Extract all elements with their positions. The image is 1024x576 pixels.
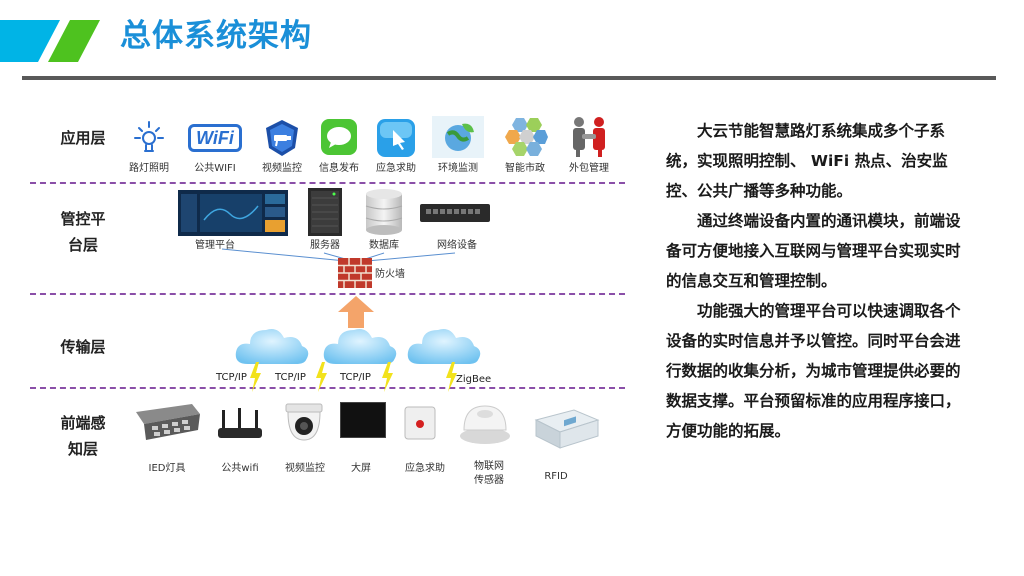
layer-label-front: 前端感 知层 [50, 410, 116, 462]
front-label-sensor-line1: 物联网 [474, 461, 504, 472]
layer-label-mgmt-line1: 管控平 [60, 210, 106, 228]
paragraph-2: 通过终端设备内置的通讯模块，前端设备可方便地接入互联网与管理平台实现实时的信息交… [666, 212, 961, 290]
header-rule [22, 76, 996, 80]
dashboard-screen-icon [178, 190, 288, 236]
lightning-icon-4 [446, 362, 457, 392]
mgmt-label-database: 数据库 [369, 240, 399, 251]
description-text: 大云节能智慧路灯系统集成多个子系统，实现照明控制、 WiFi 热点、治安监控、公… [666, 116, 974, 446]
mgmt-label-network: 网络设备 [437, 240, 477, 251]
front-label-camera: 视频监控 [285, 463, 325, 474]
front-label-rfid: RFID [544, 471, 568, 482]
lightning-icon-2 [316, 362, 327, 392]
firewall-icon [338, 258, 372, 288]
front-label-sensor: 物联网 传感器 [462, 460, 516, 488]
cloud-icon-1 [235, 329, 309, 364]
street-light-icon [134, 121, 164, 152]
layer-separator-3 [30, 387, 625, 389]
front-label-sensor-line2: 传感器 [474, 475, 504, 486]
layer-label-trans: 传输层 [60, 338, 106, 356]
lightning-icon-1 [250, 362, 261, 392]
emergency-button-icon [404, 406, 436, 440]
rfid-reader-icon [534, 409, 600, 449]
app-label-env: 环境监测 [438, 163, 478, 174]
environment-globe-icon [432, 116, 484, 158]
front-label-led: IED灯具 [148, 463, 186, 474]
layer-separator-1 [30, 182, 625, 184]
app-label-emergency: 应急求助 [376, 163, 416, 174]
front-label-emergency: 应急求助 [405, 463, 445, 474]
up-arrow-icon [338, 296, 374, 328]
surveillance-badge-icon [266, 120, 298, 156]
wifi-logo-text: WiFi [196, 128, 234, 148]
app-label-info: 信息发布 [319, 163, 359, 174]
iot-sensor-icon [460, 405, 510, 444]
app-label-video: 视频监控 [262, 163, 302, 174]
paragraph-1: 大云节能智慧路灯系统集成多个子系统，实现照明控制、 WiFi 热点、治安监控、公… [666, 122, 948, 200]
app-label-street-light: 路灯照明 [129, 163, 169, 174]
handshake-icon [573, 117, 605, 157]
layer-label-front-line2: 知层 [67, 440, 98, 458]
lightning-icon-3 [382, 362, 393, 392]
protocol-label-1: TCP/IP [216, 372, 247, 383]
header-stripe-decoration [0, 20, 100, 62]
protocol-label-3: TCP/IP [340, 372, 371, 383]
emergency-touch-icon [377, 119, 415, 157]
wifi-router-icon [218, 408, 262, 438]
cloud-icon-3 [407, 329, 481, 364]
message-bubble-icon [321, 119, 357, 155]
protocol-label-2: TCP/IP [275, 372, 306, 383]
layer-separator-2 [30, 293, 625, 295]
cloud-icon-2 [323, 329, 397, 364]
mgmt-label-firewall: 防火墙 [375, 269, 405, 280]
municipal-hexagon-icon [505, 118, 548, 156]
page-title: 总体系统架构 [120, 18, 312, 54]
display-screen-icon [340, 402, 386, 438]
app-label-wifi: 公共WIFI [194, 163, 236, 174]
server-rack-icon [308, 188, 342, 236]
front-label-screen: 大屏 [351, 463, 371, 474]
network-switch-icon [420, 204, 490, 222]
platform-connector-lines [221, 248, 456, 263]
app-label-outsource: 外包管理 [569, 163, 609, 174]
dome-camera-icon [285, 403, 323, 441]
layer-label-app: 应用层 [60, 129, 106, 147]
database-icon [365, 189, 403, 235]
layer-label-mgmt: 管控平 台层 [50, 206, 116, 258]
mgmt-label-server: 服务器 [310, 240, 340, 251]
wifi-logo-icon: WiFi [188, 124, 242, 152]
layer-label-mgmt-line2: 台层 [67, 236, 98, 254]
layer-label-front-line1: 前端感 [60, 414, 106, 432]
paragraph-3: 功能强大的管理平台可以快速调取各个设备的实时信息并予以管控。同时平台会进行数据的… [666, 302, 961, 440]
led-lamp-icon [136, 404, 200, 440]
mgmt-label-platform: 管理平台 [195, 240, 235, 251]
architecture-diagram: 应用层 管控平 台层 传输层 前端感 知层 路灯照明 WiFi 公共WIFI [30, 116, 625, 488]
front-label-wifi: 公共wifi [221, 463, 259, 474]
app-label-municipal: 智能市政 [505, 163, 545, 174]
protocol-label-4: ZigBee [456, 374, 492, 385]
